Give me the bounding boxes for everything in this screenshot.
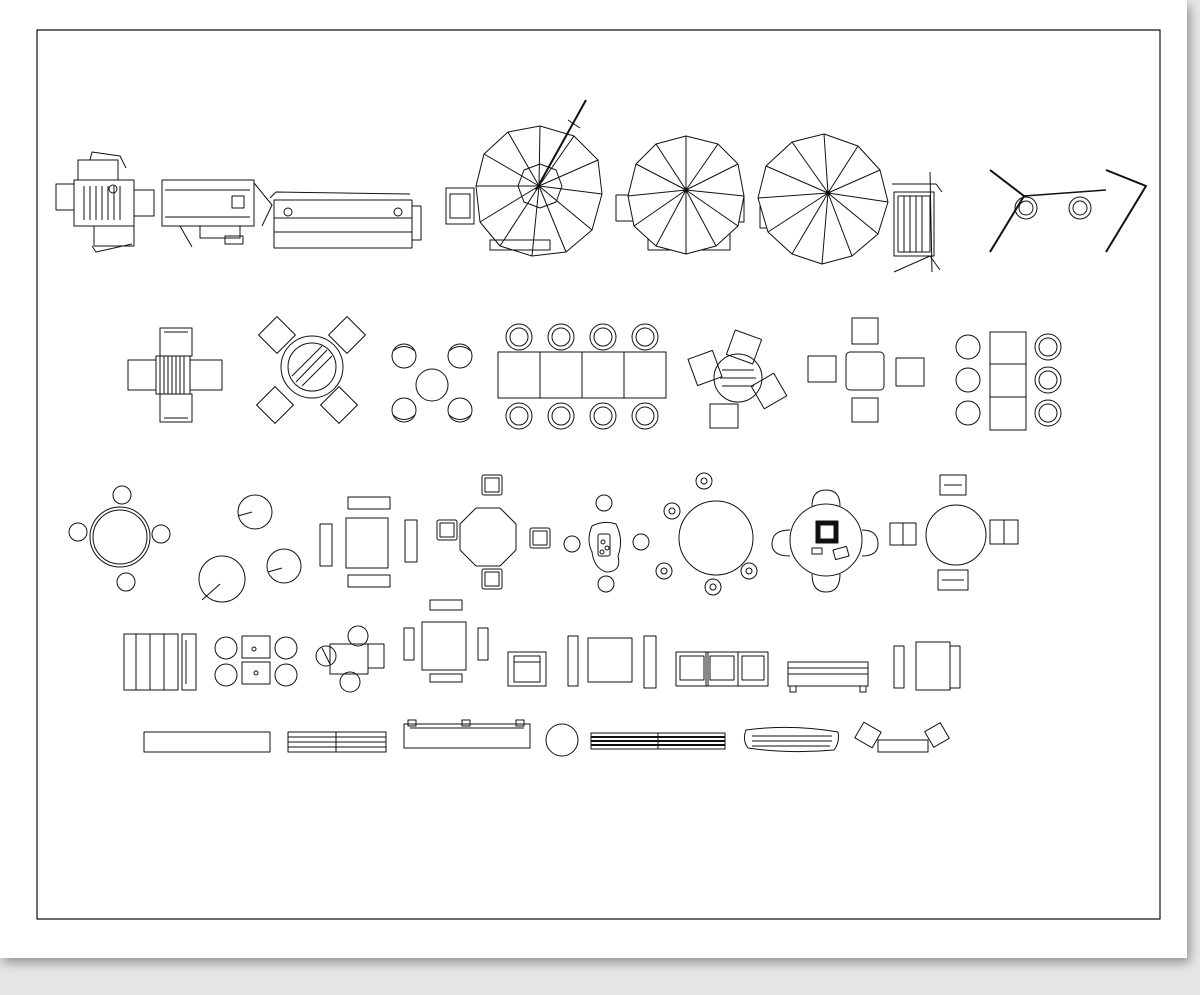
bench-set-small [215, 636, 297, 686]
planter-bench [404, 720, 530, 748]
table-2-seats [894, 642, 960, 690]
drawing-sheet [0, 0, 1187, 958]
umbrella-chair [446, 100, 602, 256]
bistro-set [316, 626, 384, 692]
table-3-chairs [688, 330, 787, 428]
sofa-3 [676, 652, 768, 686]
bench-set [124, 634, 196, 690]
drawing-border [37, 30, 1160, 919]
firepit-stools [564, 495, 649, 592]
umbrella-1 [616, 136, 744, 254]
square-table-2 [404, 600, 488, 682]
long-table-8 [498, 324, 666, 429]
round-table-4 [257, 317, 366, 424]
bench-dark [591, 733, 725, 749]
bench-slatted [288, 732, 386, 752]
deck-chair [892, 172, 942, 272]
round-table-stools [69, 486, 170, 591]
table-2-benches [568, 636, 656, 688]
round-side-tables [199, 495, 301, 602]
table-6-chairs [956, 332, 1061, 430]
round-table-4b [890, 475, 1018, 590]
bench-backed [788, 662, 868, 692]
square-table-4b [808, 318, 924, 422]
kitchen-island [162, 180, 272, 247]
bench-2-chairs [855, 722, 949, 752]
lounge-chair [508, 652, 546, 686]
bistro-table-4 [392, 344, 472, 422]
octagon-table-4 [437, 475, 550, 589]
bench-long [144, 732, 270, 752]
round-table-firebowl [772, 490, 878, 592]
swing-frame [990, 170, 1146, 252]
bbq-counter [270, 192, 421, 248]
round-seat [546, 724, 578, 756]
round-table-6 [656, 473, 757, 595]
log-bench [744, 727, 838, 751]
umbrella-2 [758, 134, 888, 264]
square-table-4 [128, 328, 222, 422]
grill-cart [56, 152, 154, 252]
rect-table-benches [320, 497, 417, 587]
